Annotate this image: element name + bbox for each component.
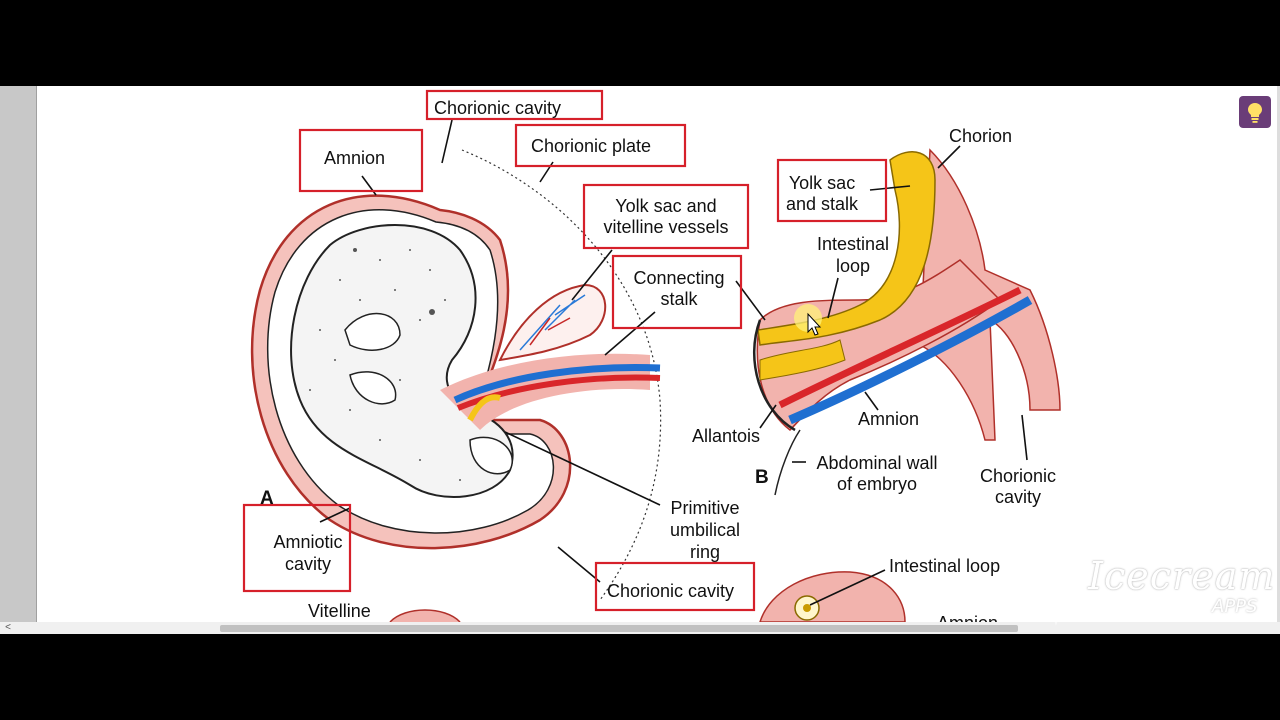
label-primitive-1: Primitive xyxy=(670,498,739,518)
panel-b-artwork xyxy=(752,148,1061,496)
label-primitive-3: ring xyxy=(690,542,720,562)
label-abdominal-2: of embryo xyxy=(837,474,917,494)
label-amnion-c: Amnion xyxy=(937,613,998,622)
label-amnion-a: Amnion xyxy=(324,148,385,168)
label-chorionic-cavity-b-1: Chorionic xyxy=(980,466,1056,486)
bottom-letterbox xyxy=(0,634,1280,720)
label-boxes xyxy=(242,89,888,612)
label-chorionic-cavity-bottom: Chorionic cavity xyxy=(607,581,734,601)
label-allantois: Allantois xyxy=(692,426,760,446)
label-yolk-stalk-2: and stalk xyxy=(786,194,859,214)
panel-letter-a: A xyxy=(260,488,274,509)
top-letterbox xyxy=(0,0,1280,86)
panel-letter-b: B xyxy=(755,467,769,488)
labels: Chorionic cavity Amnion Chorionic plate … xyxy=(260,98,1056,622)
horizontal-scrollbar[interactable]: < xyxy=(0,622,1280,634)
label-amnion-b: Amnion xyxy=(858,409,919,429)
label-amniotic-2: cavity xyxy=(285,554,331,574)
scroll-left-arrow[interactable]: < xyxy=(5,622,11,633)
vertical-scrollbar[interactable] xyxy=(1277,86,1280,622)
label-chorion: Chorion xyxy=(949,126,1012,146)
image-viewer: Chorionic cavity Amnion Chorionic plate … xyxy=(37,86,1280,622)
mouse-cursor xyxy=(794,304,822,336)
label-intestinal-2: loop xyxy=(836,256,870,276)
lightbulb-icon xyxy=(1248,103,1262,123)
scrollbar-thumb[interactable] xyxy=(220,625,1018,632)
label-intestinal-loop-c: Intestinal loop xyxy=(889,556,1000,576)
label-connecting-stalk-2: stalk xyxy=(660,289,698,309)
label-yolk-sac-1: Yolk sac and xyxy=(615,196,716,216)
leader-lines xyxy=(319,119,1028,606)
panel-c-artwork xyxy=(389,571,906,622)
yolk-stalk xyxy=(757,151,936,346)
label-abdominal-1: Abdominal wall xyxy=(816,453,937,473)
embryo-body xyxy=(290,224,514,498)
hint-button[interactable] xyxy=(1239,96,1271,128)
label-chorionic-cavity-b-2: cavity xyxy=(995,487,1041,507)
left-gutter xyxy=(0,86,37,634)
label-chorionic-plate: Chorionic plate xyxy=(531,136,651,156)
label-yolk-sac-2: vitelline vessels xyxy=(603,217,728,237)
label-yolk-stalk-1: Yolk sac xyxy=(789,173,855,193)
label-intestinal-1: Intestinal xyxy=(817,234,889,254)
label-vitelline: Vitelline xyxy=(308,601,371,621)
label-connecting-stalk-1: Connecting xyxy=(633,268,724,288)
embryo-diagram: Chorionic cavity Amnion Chorionic plate … xyxy=(242,89,1061,622)
label-chorionic-cavity-top: Chorionic cavity xyxy=(434,98,561,118)
label-amniotic-1: Amniotic xyxy=(273,532,342,552)
label-primitive-2: umbilical xyxy=(670,520,740,540)
panel-a-artwork xyxy=(250,149,662,601)
